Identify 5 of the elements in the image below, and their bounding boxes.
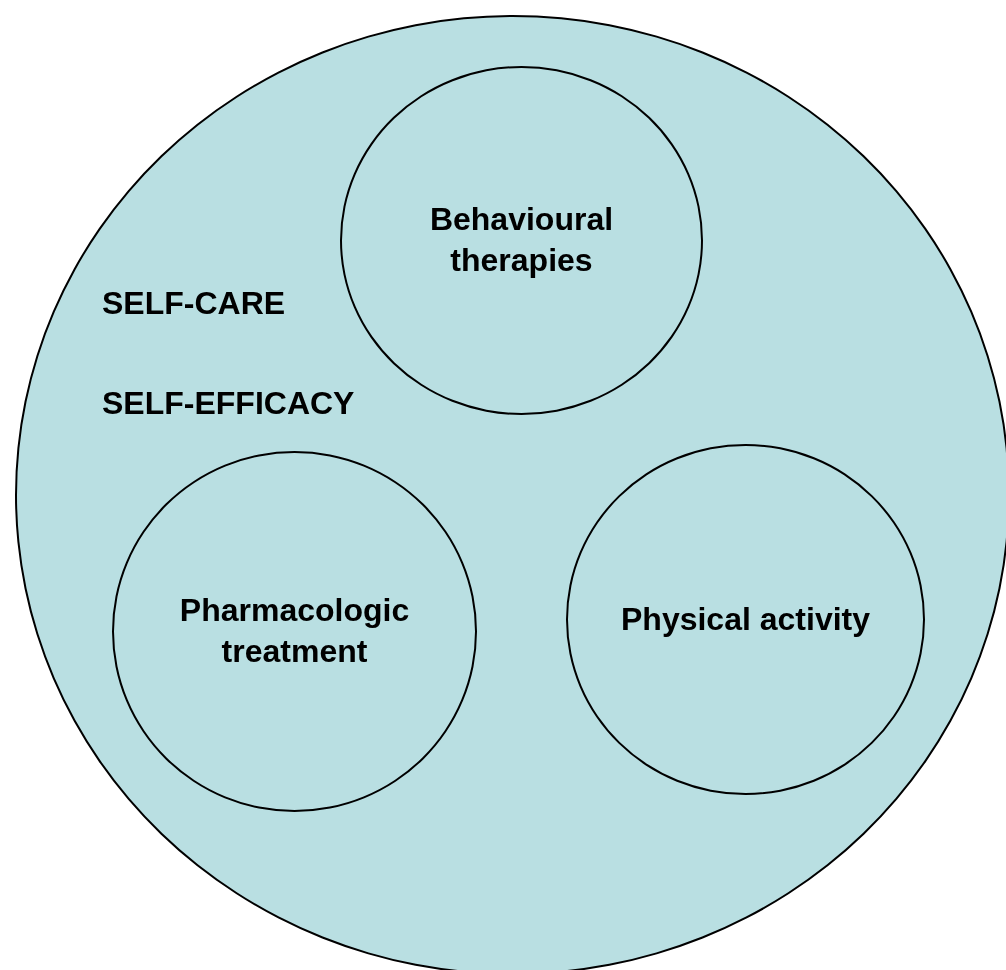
circle-label: Behavioural therapies — [428, 199, 615, 281]
concept-label: SELF-CARE — [102, 284, 286, 323]
circle-label: Physical activity — [620, 599, 871, 639]
circle-label: Pharmacologic treatment — [178, 590, 411, 672]
concept-label: SELF-EFFICACY — [102, 384, 355, 423]
